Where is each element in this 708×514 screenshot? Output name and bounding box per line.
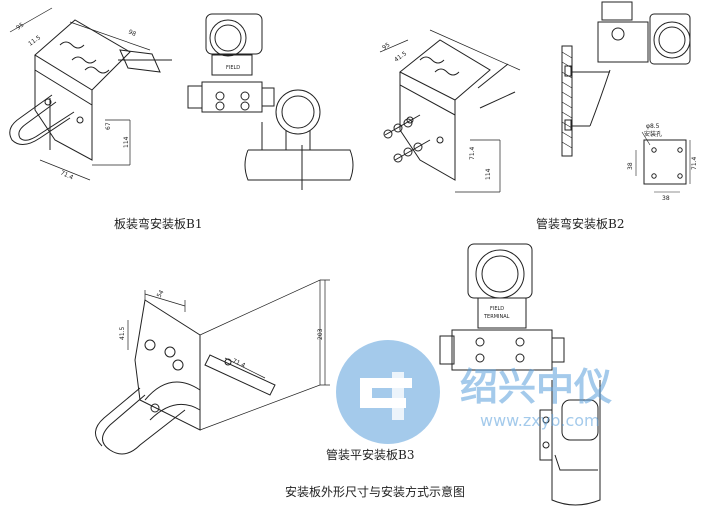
b2-hole-diameter: φ8.5 [646, 123, 660, 130]
b3-dim-54: 54 [156, 289, 166, 299]
watermark: 绍兴中仪 www.zxyb.com [336, 340, 612, 444]
b2-dim-71-4-side: 71.4 [691, 156, 698, 170]
b1-dim-71-4: 71.4 [59, 169, 74, 181]
diagram-b2 [379, 29, 521, 193]
b2-hole-label: 安装孔 [644, 130, 662, 138]
diagram-b2-wall-mount [561, 1, 691, 193]
b3-dim-203: 203 [317, 328, 324, 340]
b2-dim-38-bottom: 38 [662, 195, 670, 202]
b1-dim-114: 114 [123, 136, 130, 148]
watermark-url: www.zxyb.com [480, 411, 600, 430]
caption-b3: 管装平安装板B3 [326, 448, 415, 462]
b2-dim-38-left: 38 [627, 162, 634, 170]
watermark-logo-icon [336, 340, 440, 444]
b2-dim-41-5: 41.5 [393, 50, 408, 64]
figure-caption: 安装板外形尺寸与安装方式示意图 [285, 485, 466, 499]
diagram-b3 [95, 279, 330, 455]
b2-dim-71-4: 71.4 [469, 146, 476, 160]
watermark-company-name: 绍兴中仪 [460, 365, 612, 409]
b1-dim-11-5: 11.5 [27, 34, 42, 48]
caption-b1: 板装弯安装板B1 [114, 217, 203, 231]
b1-dim-98: 98 [127, 28, 137, 38]
diagram-b3-transmitter [439, 243, 601, 506]
b3-terminal-label: TERMINAL [483, 314, 510, 320]
b3-dim-41-5: 41.5 [119, 326, 126, 340]
b1-dim-67: 67 [105, 122, 112, 130]
diagram-b1 [9, 7, 172, 181]
b3-nameplate: FIELD [490, 306, 504, 312]
b1-dim-95: 95 [15, 21, 25, 31]
b2-dim-95: 95 [381, 41, 391, 51]
b1-nameplate: FIELD [226, 65, 240, 71]
caption-b2: 管装弯安装板B2 [536, 217, 625, 231]
diagram-b1-transmitter [187, 13, 354, 190]
b2-dim-114: 114 [485, 168, 492, 180]
